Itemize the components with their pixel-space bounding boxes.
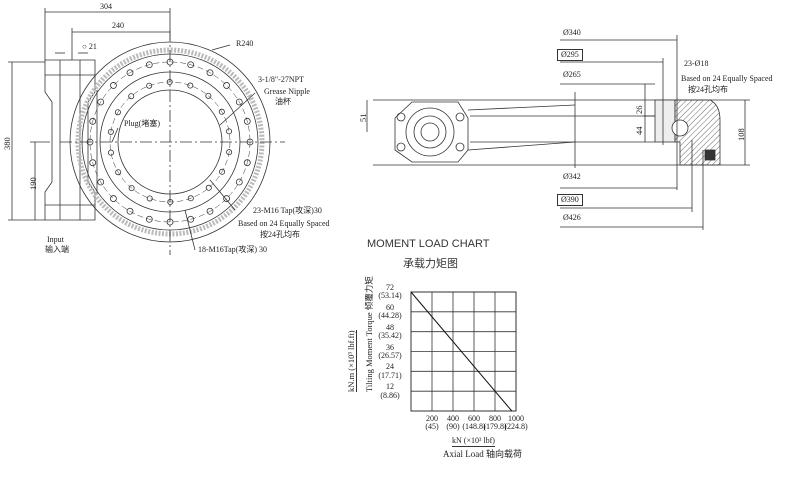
dim-51: 51 xyxy=(358,113,368,123)
bolt-hole xyxy=(218,108,225,115)
dia-295: Ø295 xyxy=(557,49,583,61)
bolt-hole xyxy=(128,185,135,192)
x-axis-units: kN (×10³ lbf) xyxy=(452,436,495,447)
bolt-hole xyxy=(206,207,214,215)
dim-304: 304 xyxy=(100,2,112,11)
dim-26: 26 xyxy=(634,105,644,115)
npt-label: 3-1/8"-27NPT xyxy=(258,75,304,84)
bolt-hole xyxy=(145,215,153,223)
bolt-hole xyxy=(243,117,251,125)
y-tick-label: 24(17.71) xyxy=(378,362,402,380)
dia-390: Ø390 xyxy=(557,194,583,206)
bolt-hole xyxy=(115,169,122,176)
bolt-hole xyxy=(223,82,230,89)
radius-label: R240 xyxy=(236,39,254,48)
bolt-hole xyxy=(223,195,230,202)
bolt-hole xyxy=(107,128,114,135)
bolt-hole xyxy=(126,69,134,77)
bolt-hole xyxy=(205,184,212,191)
bolt-hole xyxy=(226,128,233,135)
x-axis-label: Axial Load 轴向载荷 xyxy=(443,449,522,459)
y-tick-label: 36(26.57) xyxy=(378,342,402,360)
bolt-hole xyxy=(97,98,105,106)
bolt-hole xyxy=(187,61,195,69)
bolt-hole xyxy=(235,178,243,186)
y-tick-label: 12(8.86) xyxy=(380,382,400,400)
bolt-hole xyxy=(206,69,214,77)
bolt-hole xyxy=(187,195,194,202)
bolt-hole xyxy=(205,92,212,99)
bolt-hole xyxy=(89,159,97,167)
bolt-hole xyxy=(114,109,121,116)
dim-108: 108 xyxy=(736,128,746,141)
tap23-label: 23-M16 Tap(攻深)30 xyxy=(253,206,322,215)
y-tick-label: 72(53.14) xyxy=(378,283,402,301)
x-tick-label: 1000(224.8) xyxy=(504,414,528,432)
bolt-hole xyxy=(126,207,134,215)
x-tick-label: 800(179.8) xyxy=(483,414,507,432)
bolt-hole xyxy=(219,168,226,175)
chart-title: MOMENT LOAD CHART xyxy=(367,238,490,250)
grease-nipple-cn: 油杯 xyxy=(275,97,291,106)
grease-nipple-label: Grease Nipple xyxy=(264,87,310,96)
bolt-hole xyxy=(128,93,135,100)
dim-240: 240 xyxy=(112,21,124,30)
bolt-hole xyxy=(107,149,114,156)
y-axis-units: kN.m (×10³ lbf.ft) xyxy=(346,330,357,392)
y-tick-label: 48(35.42) xyxy=(378,322,402,341)
bolt-hole xyxy=(187,82,194,89)
bolt-hole xyxy=(235,98,243,106)
bolt-hole xyxy=(145,61,153,69)
chart-subtitle: 承载力矩图 xyxy=(403,258,458,270)
bolt-hole xyxy=(146,195,153,202)
dia-342: Ø342 xyxy=(563,172,581,181)
input-cn: 输入端 xyxy=(45,245,69,254)
bolt-hole xyxy=(110,82,117,89)
bolt-hole xyxy=(243,159,251,167)
input-label: Input xyxy=(47,235,64,244)
series-line xyxy=(410,291,513,412)
dia-265: Ø265 xyxy=(563,70,581,79)
bolt-hole xyxy=(97,178,105,186)
bolt-hole xyxy=(226,149,233,156)
holes-label: 23-Ø18 xyxy=(684,59,709,68)
tap18-label: 18-M16Tap(攻深) 30 xyxy=(198,245,267,254)
top-view-drawing xyxy=(8,8,285,255)
dim-190: 190 xyxy=(28,177,38,190)
based-on-24-cn: 按24孔均布 xyxy=(260,230,300,239)
side-based-on-24-label: Based on 24 Equally Spaced xyxy=(681,74,773,83)
bolt-hole xyxy=(110,195,117,202)
dim-44: 44 xyxy=(634,126,644,136)
dim-21: ○ 21 xyxy=(82,42,97,51)
x-tick-label: 200(45) xyxy=(425,414,439,432)
side-view-drawing xyxy=(366,35,750,230)
moment-load-chart xyxy=(410,291,517,412)
bolt-hole xyxy=(89,117,97,125)
y-tick-label: 60(44.28) xyxy=(378,302,402,321)
dia-340: Ø340 xyxy=(563,28,581,37)
plug-label: Plug(堵塞) xyxy=(124,119,160,128)
side-based-on-24-cn: 按24孔均布 xyxy=(688,85,728,94)
dia-426: Ø426 xyxy=(563,213,581,222)
dim-380: 380 xyxy=(2,137,12,150)
bolt-hole xyxy=(146,82,153,89)
x-tick-label: 400(90) xyxy=(446,414,460,432)
x-tick-label: 600(148.8) xyxy=(462,414,486,432)
based-on-24-label: Based on 24 Equally Spaced xyxy=(238,219,330,228)
